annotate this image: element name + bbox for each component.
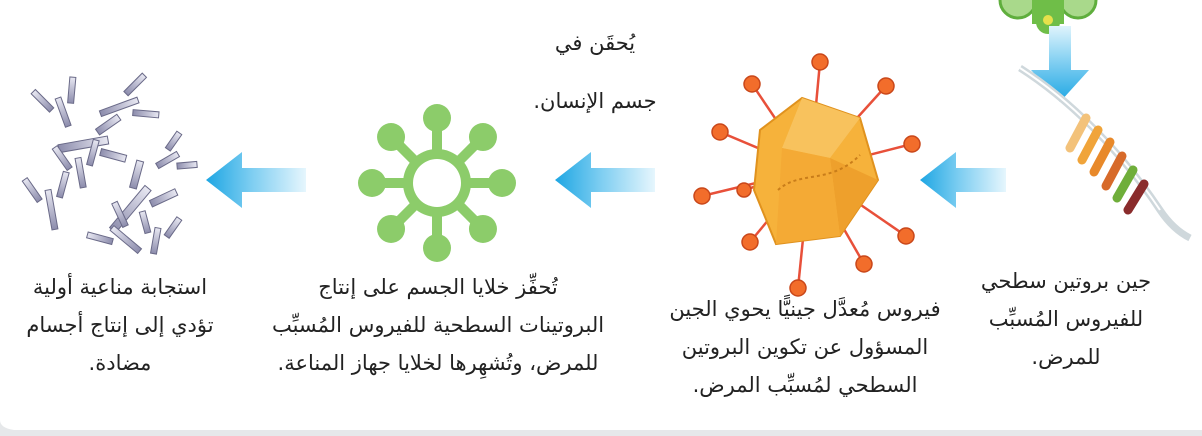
caption-line: جسم الإنسان. (533, 89, 657, 113)
cell-icon (358, 104, 516, 262)
caption-line: تؤدي إلى إنتاج أجسام (26, 313, 214, 337)
response-caption: استجابة مناعية أولية تؤدي إلى إنتاج أجسا… (0, 268, 240, 382)
virus-caption: فيروس مُعدَّل جينيًّا يحوي الجين المسؤول… (640, 290, 970, 404)
gene-caption: جين بروتين سطحي للفيروس المُسبِّب للمرض. (930, 262, 1202, 376)
arrow-left-icon (555, 152, 655, 208)
caption-line: استجابة مناعية أولية (32, 275, 208, 299)
caption-line: جين بروتين سطحي (980, 269, 1152, 293)
caption-line: المسؤول عن تكوين البروتين (681, 335, 929, 359)
injection-caption: يُحقَن في جسم الإنسان. (500, 14, 690, 130)
gene-strand-icon (1018, 65, 1192, 242)
arrow-left-icon (206, 152, 306, 208)
arrow-left-icon (920, 152, 1006, 208)
caption-line: للمرض. (1031, 345, 1101, 369)
caption-line: البروتينات السطحية للفيروس المُسبِّب (271, 313, 605, 337)
caption-line: يُحقَن في (554, 31, 636, 55)
plasmid-icon (998, 0, 1098, 34)
caption-line: للمرض، وتُشهِرها لخلايا جهاز المناعة. (277, 351, 599, 375)
virus-icon (693, 53, 921, 297)
caption-line: للفيروس المُسبِّب (988, 307, 1144, 331)
caption-line: فيروس مُعدَّل جينيًّا يحوي الجين (669, 297, 941, 321)
caption-line: تُحفِّز خلايا الجسم على إنتاج (318, 275, 558, 299)
stimulate-caption: تُحفِّز خلايا الجسم على إنتاج البروتينات… (258, 268, 618, 382)
antibodies-icon (21, 72, 198, 255)
caption-line: مضادة. (88, 351, 152, 375)
caption-line: السطحي لمُسبِّب المرض. (692, 373, 918, 397)
